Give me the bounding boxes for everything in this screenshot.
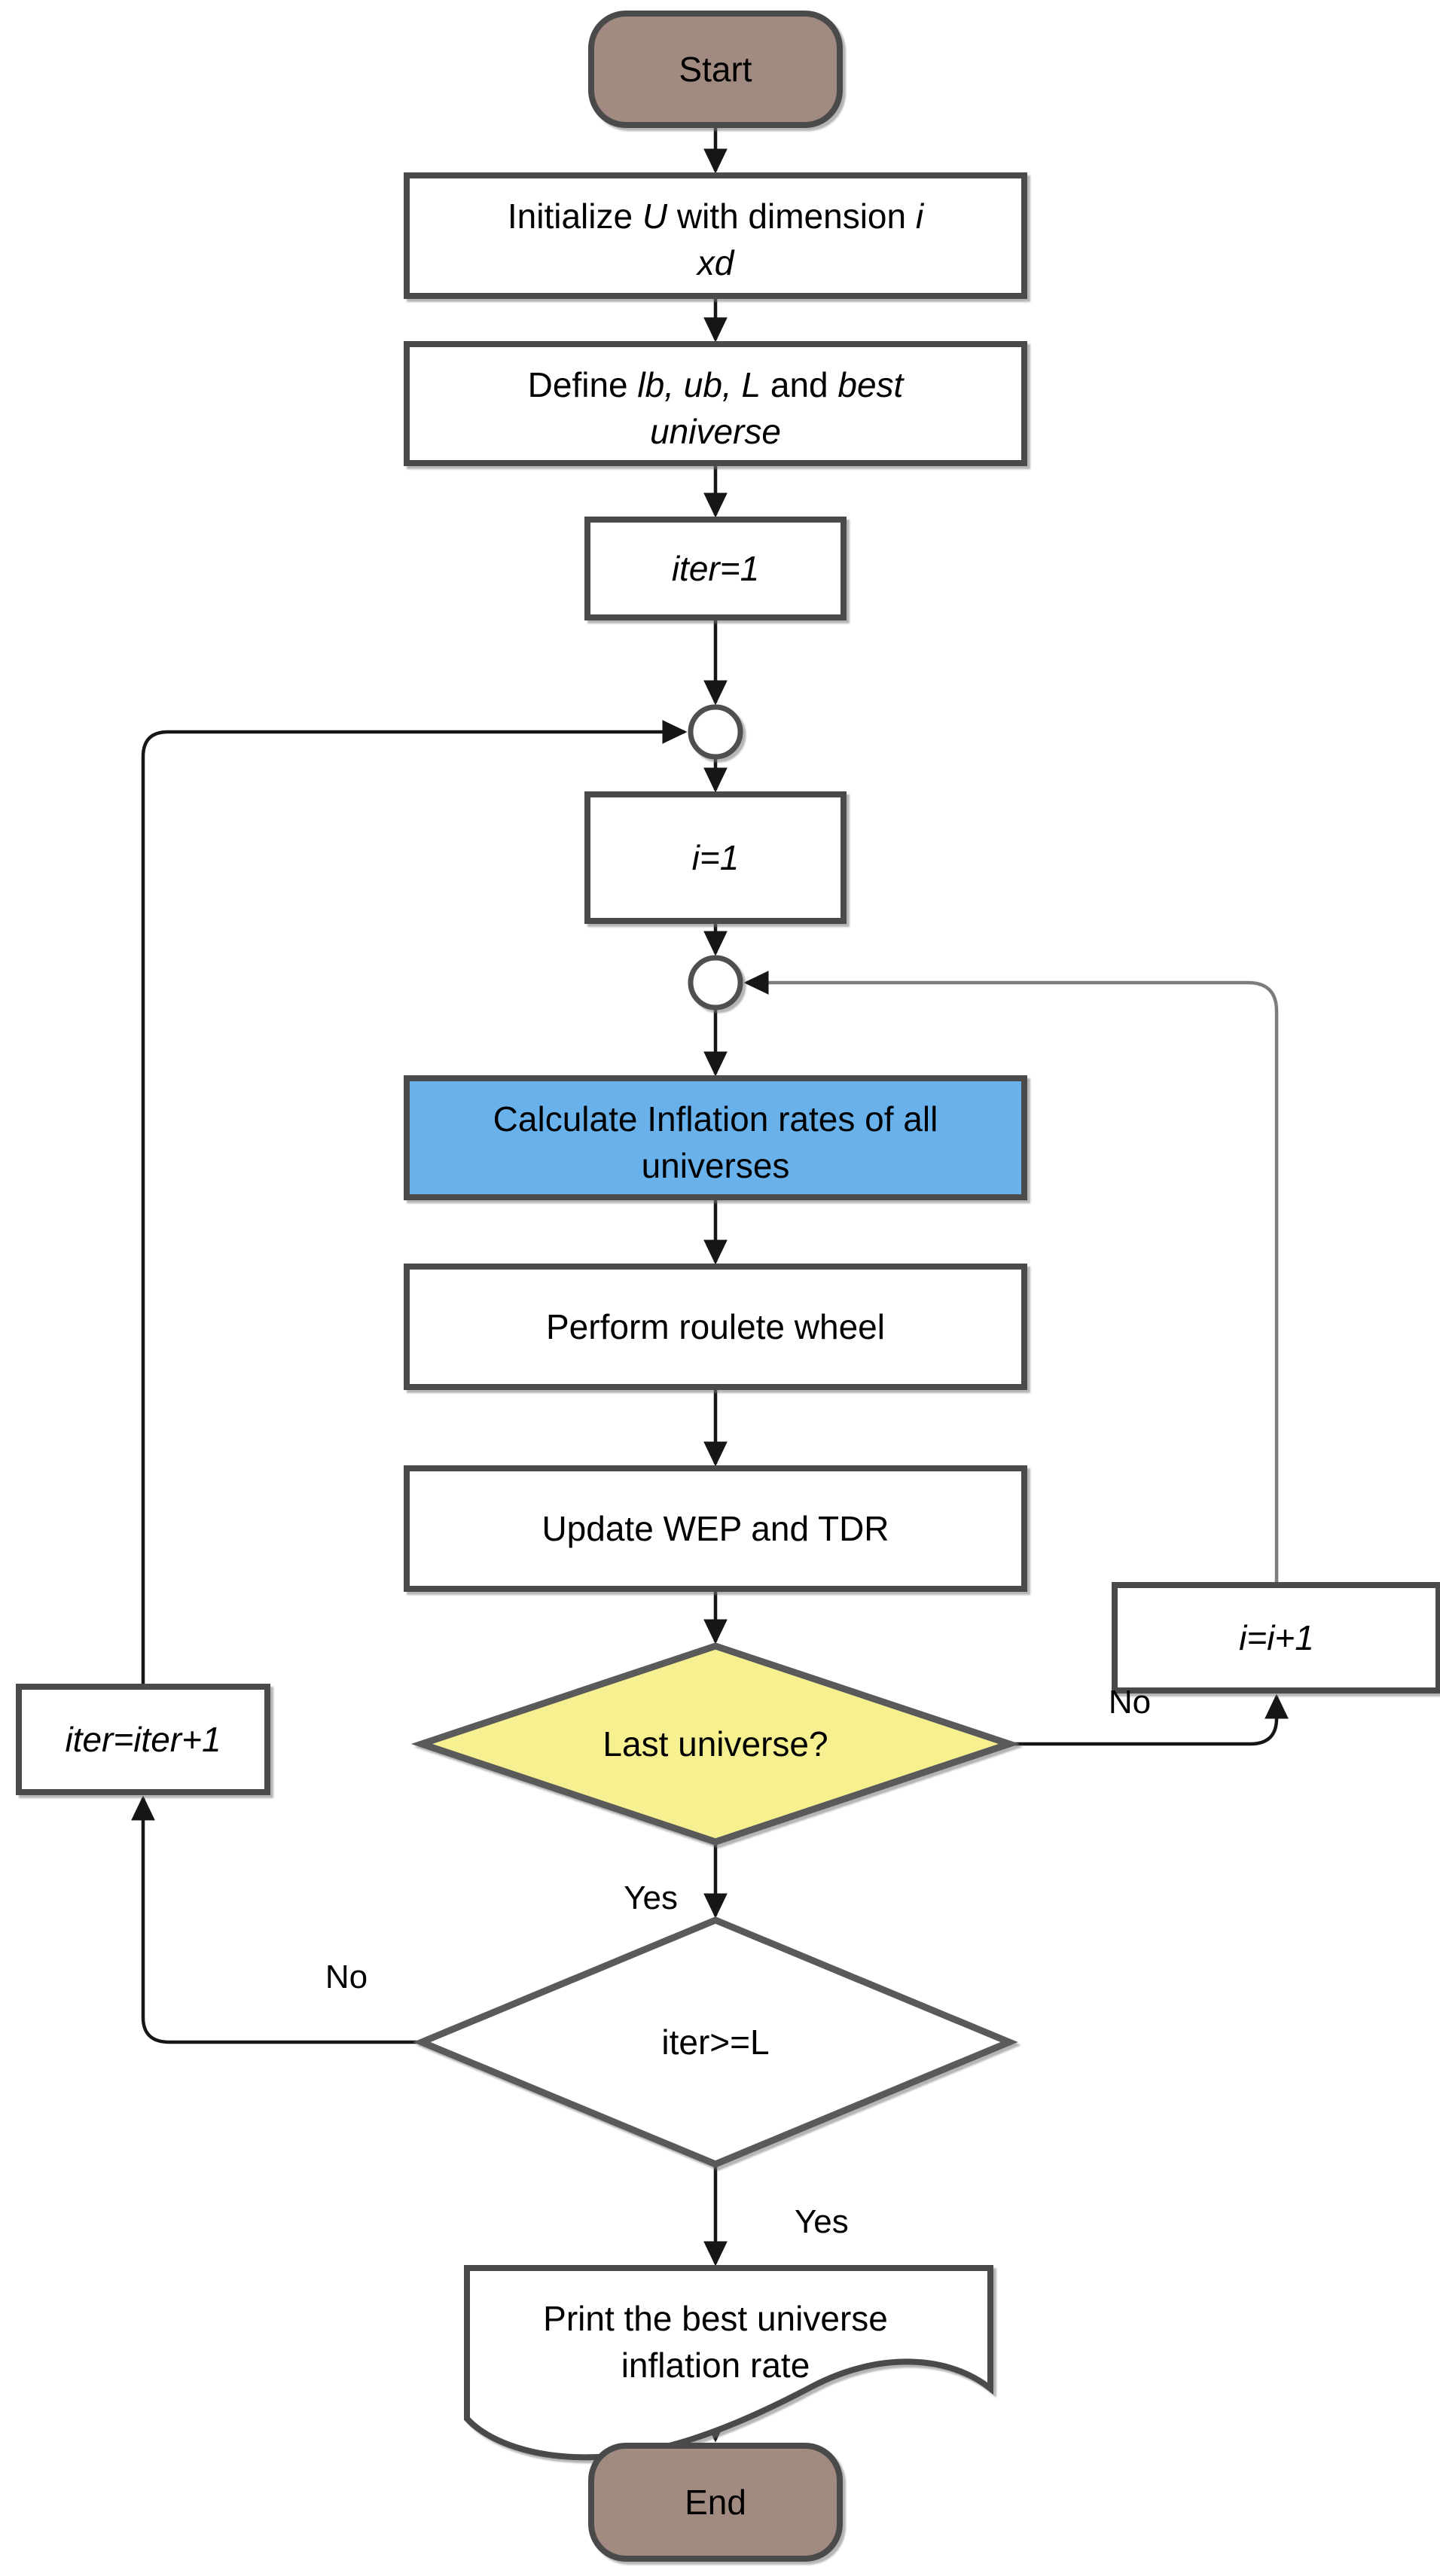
last-universe-decision [410,1642,1021,1846]
roulette-process [404,1264,1027,1390]
init-label-line1: Initialize U with dimension i [508,197,925,236]
init-process [404,172,1027,299]
end-terminator [588,2443,843,2562]
define-label-line2: universe [650,412,781,451]
i-increment-process [1112,1582,1440,1693]
print-label-line1: Print the best universe [543,2299,888,2338]
iter-check-decision [413,1916,1018,2168]
update-label: Update WEP and TDR [542,1509,889,1548]
print-document [464,2265,993,2461]
iter-init-process [584,517,847,620]
end-label: End [685,2483,746,2522]
edge-iter-increment-to-connector1 [141,720,688,1687]
roulette-label: Perform roulete wheel [546,1307,885,1346]
iter-init-label: iter=1 [672,549,759,588]
iter-check-yes-label: Yes [795,2203,849,2240]
iter-check-no-label: No [325,1959,368,1995]
define-process [404,341,1027,466]
iter-check-label: iter>=L [661,2023,769,2062]
i-init-process [584,791,847,924]
last-universe-label: Last universe? [603,1724,828,1764]
define-label-line1: Define lb, ub, L and best [528,365,905,404]
connector1-circle [688,704,743,760]
last-universe-yes-label: Yes [624,1879,678,1916]
calc-label-line2: universes [642,1146,790,1185]
last-universe-no-label: No [1109,1684,1151,1721]
connector2-circle [688,955,743,1011]
init-label-line2: xd [696,243,735,282]
i-increment-label: i=i+1 [1239,1618,1314,1657]
edge-i-increment-to-connector2 [743,971,1279,1585]
edge-iter-check-no [131,1795,422,2044]
calc-label-line1: Calculate Inflation rates of all [493,1099,938,1139]
start-terminator [588,11,843,128]
iter-increment-label: iter=iter+1 [65,1720,221,1759]
edge-last-universe-no [1009,1693,1289,1746]
iter-increment-process [16,1684,270,1795]
update-process [404,1465,1027,1592]
print-label-line2: inflation rate [621,2346,810,2385]
i-init-label: i=1 [692,838,740,877]
start-label: Start [679,50,752,89]
calc-inflation-process [404,1075,1027,1200]
